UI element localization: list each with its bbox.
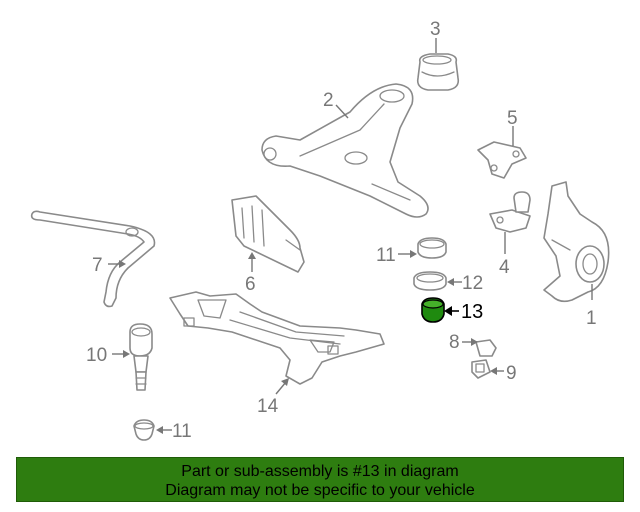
part-6-shield	[231, 195, 305, 273]
banner-line-1: Part or sub-assembly is #13 in diagram	[181, 463, 459, 480]
callout-2: 2	[323, 90, 334, 111]
part-9-bushing	[471, 359, 491, 379]
part-13-bushing-highlighted	[421, 297, 445, 323]
part-12-washer	[413, 271, 447, 291]
part-3-bushing	[416, 53, 460, 91]
part-2-control-arm	[261, 83, 429, 218]
callout-6: 6	[245, 274, 256, 295]
part-4-ball-joint	[489, 191, 531, 233]
callout-3: 3	[430, 19, 441, 40]
callout-12: 12	[462, 273, 483, 294]
callout-9: 9	[506, 363, 517, 384]
part-8-clamp	[475, 339, 497, 357]
part-11-bushing-lower	[133, 419, 155, 441]
part-14-subframe	[169, 291, 385, 385]
callout-11-lower: 11	[172, 421, 192, 442]
diagram-notice-banner: Part or sub-assembly is #13 in diagram D…	[16, 457, 624, 502]
part-5-bracket	[477, 141, 527, 179]
callout-11-upper: 11	[376, 245, 396, 266]
callout-8: 8	[449, 332, 460, 353]
part-11-bushing-upper	[417, 237, 447, 259]
part-10-stabilizer-link	[129, 323, 153, 391]
banner-line-2: Diagram may not be specific to your vehi…	[165, 482, 475, 499]
callout-5: 5	[507, 108, 518, 129]
exploded-parts-diagram: 3 2 5 4	[30, 19, 610, 442]
callout-10: 10	[86, 345, 107, 366]
callout-4: 4	[499, 257, 510, 278]
callout-1: 1	[586, 308, 597, 329]
leader-14	[275, 381, 287, 395]
part-7-stabilizer-bar	[30, 210, 156, 308]
leader-2	[335, 104, 349, 119]
callout-14: 14	[257, 396, 279, 417]
part-1-knuckle	[543, 181, 610, 303]
callout-7: 7	[92, 255, 103, 276]
callout-13: 13	[461, 301, 483, 323]
